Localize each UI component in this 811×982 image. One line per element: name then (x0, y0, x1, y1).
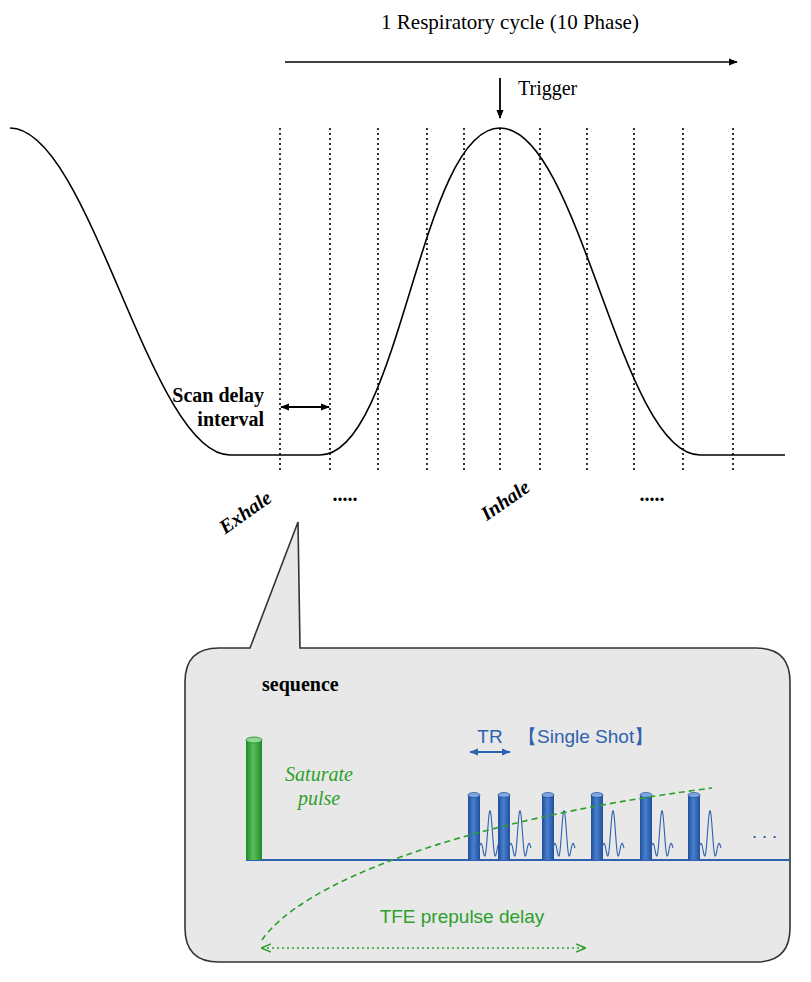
phase-line (682, 128, 684, 470)
tr-arrow (470, 751, 510, 753)
phase-label: Exhale (214, 485, 276, 538)
rf-pulse (640, 793, 673, 861)
delay-label: TFE prepulse delay (380, 906, 545, 929)
rf-pulse (688, 793, 721, 861)
prepulse-delay-arrow (262, 947, 585, 949)
phase-lines (280, 128, 733, 470)
rf-pulse (591, 793, 624, 861)
saturate-pulse-cylinder (246, 737, 262, 860)
phase-line (586, 128, 588, 470)
time-axis (246, 859, 790, 861)
trigger-label: Trigger (518, 76, 577, 100)
phase-line (329, 128, 331, 470)
cycle-title: 1 Respiratory cycle (10 Phase) (381, 10, 639, 35)
breathing-curve (10, 128, 785, 455)
phase-line (426, 128, 428, 470)
bubble-title: sequence (262, 672, 339, 696)
ellipsis: ..... (640, 482, 665, 506)
phase-line (279, 128, 281, 470)
recovery-curve (262, 788, 712, 940)
ellipsis: . . . (752, 822, 777, 844)
cycle-arrow (285, 61, 737, 63)
phase-line (539, 128, 541, 470)
phase-line (633, 128, 635, 470)
phase-line (499, 128, 501, 470)
scan-delay-label: Scan delay interval (146, 383, 264, 431)
phase-label: Inhale (476, 475, 534, 526)
pulse-label: Saturate pulse (273, 762, 365, 810)
ellipsis: ..... (333, 482, 358, 506)
phase-line (732, 128, 734, 470)
scan-delay-arrow (281, 406, 329, 408)
rf-pulse (542, 793, 575, 861)
phase-line (463, 128, 465, 470)
shot-label: 【Single Shot】 (518, 726, 653, 749)
rf-pulse (468, 793, 501, 861)
tr-label: TR (477, 726, 502, 749)
trigger-arrow (499, 78, 501, 118)
phase-line (377, 128, 379, 470)
